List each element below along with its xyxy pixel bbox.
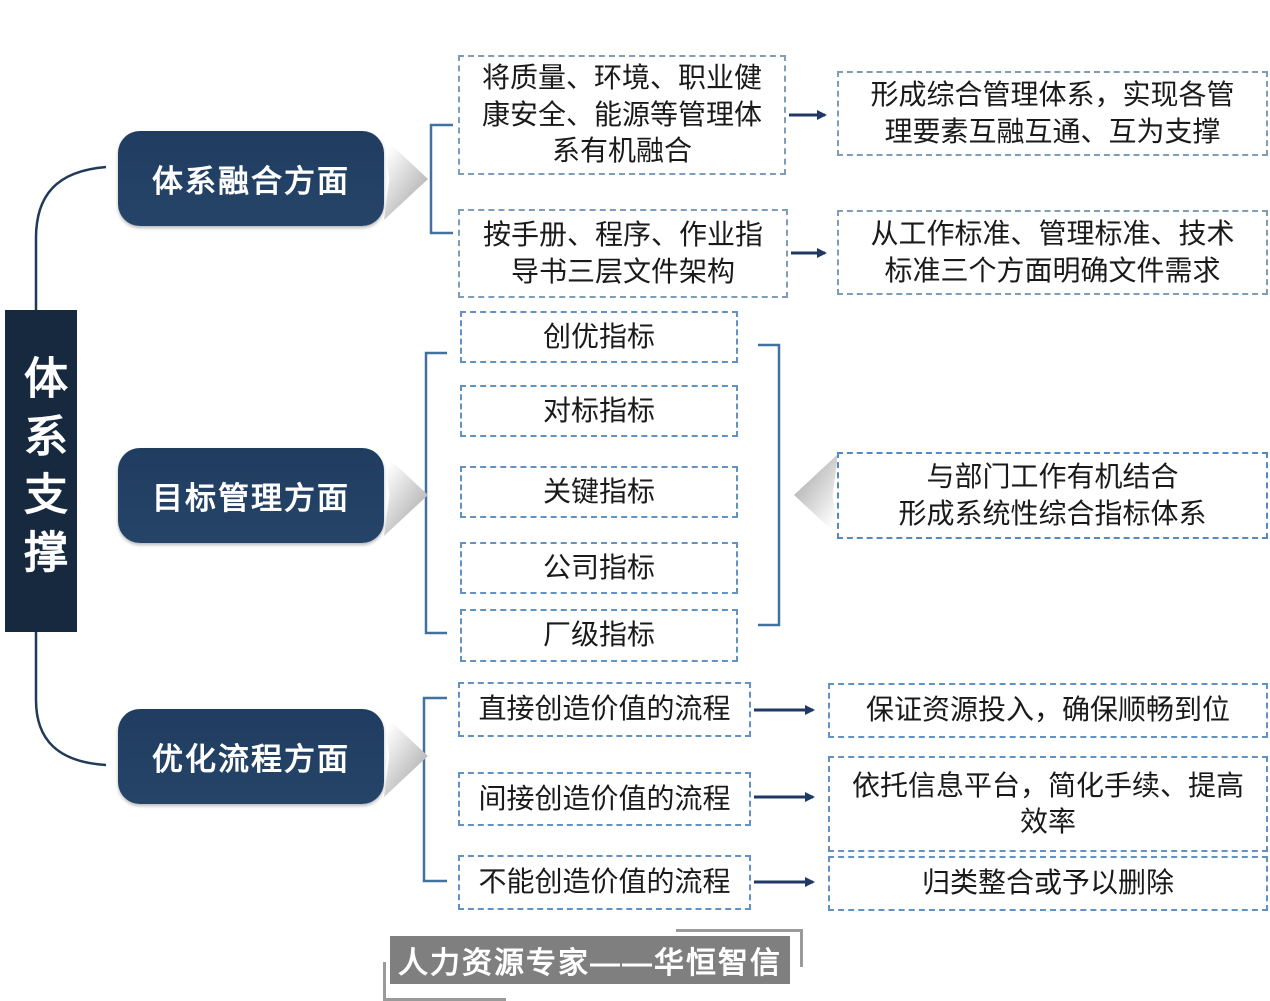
indicator-box-plant: 厂级指标 — [460, 609, 738, 662]
text-line: 依托信息平台，简化手续、提高 — [851, 769, 1244, 801]
text-line: 形成系统性综合指标体系 — [898, 497, 1207, 529]
bracket-process — [422, 696, 447, 883]
process-result-box-1: 保证资源投入，确保顺畅到位 — [828, 683, 1268, 738]
text-line: 与部门工作有机结合 — [926, 461, 1179, 493]
text-line: 保证资源投入，确保顺畅到位 — [865, 694, 1230, 726]
bracket-target-left — [424, 351, 447, 635]
fusion-source-box-1: 将质量、环境、职业健 康安全、能源等管理体 系有机融合 — [458, 55, 786, 175]
fusion-result-box-2: 从工作标准、管理标准、技术 标准三个方面明确文件需求 — [837, 210, 1268, 295]
text-line: 按手册、程序、作业指 — [482, 219, 763, 251]
text-line: 标准三个方面明确文件需求 — [884, 254, 1221, 286]
process-result-box-2: 依托信息平台，简化手续、提高 效率 — [828, 756, 1268, 852]
branch-pill-system-fusion: 体系融合方面 — [118, 131, 384, 226]
branch-pill-process-optimization: 优化流程方面 — [118, 709, 384, 804]
text-line: 系有机融合 — [551, 135, 692, 167]
text-line: 效率 — [1019, 806, 1076, 837]
text-line: 康安全、能源等管理体 — [481, 98, 762, 130]
target-result-box: 与部门工作有机结合 形成系统性综合指标体系 — [837, 452, 1268, 539]
root-node-system-support: 体系支撑 — [5, 310, 77, 632]
fusion-source-box-2: 按手册、程序、作业指 导书三层文件架构 — [458, 209, 788, 298]
process-source-box-1: 直接创造价值的流程 — [458, 682, 751, 737]
text-line: 形成综合管理体系，实现各管 — [870, 79, 1235, 111]
indicator-box-excellence: 创优指标 — [460, 311, 738, 363]
bracket-fusion — [429, 123, 453, 235]
process-source-box-3: 不能创造价值的流程 — [458, 855, 751, 910]
bracket-target-right — [758, 343, 781, 627]
text-line: 理要素互融互通、互为支撑 — [884, 115, 1221, 147]
text-line: 将质量、环境、职业健 — [481, 62, 762, 94]
text-line: 导书三层文件架构 — [510, 255, 735, 287]
indicator-box-benchmark: 对标指标 — [460, 385, 738, 437]
text-line: 从工作标准、管理标准、技术 — [870, 218, 1235, 250]
indicator-box-key: 关键指标 — [460, 466, 738, 518]
curve-root-to-process — [34, 632, 107, 767]
process-source-box-2: 间接创造价值的流程 — [458, 772, 751, 826]
fusion-result-box-1: 形成综合管理体系，实现各管 理要素互融互通、互为支撑 — [837, 71, 1268, 156]
process-result-box-3: 归类整合或予以删除 — [828, 856, 1268, 911]
banner-corner-top-right — [676, 929, 803, 967]
indicator-box-company: 公司指标 — [460, 542, 738, 594]
text-line: 归类整合或予以删除 — [921, 867, 1174, 899]
curve-root-to-fusion — [34, 165, 107, 310]
branch-pill-target-management: 目标管理方面 — [118, 448, 384, 543]
brand-banner: 人力资源专家——华恒智信 — [390, 936, 790, 984]
